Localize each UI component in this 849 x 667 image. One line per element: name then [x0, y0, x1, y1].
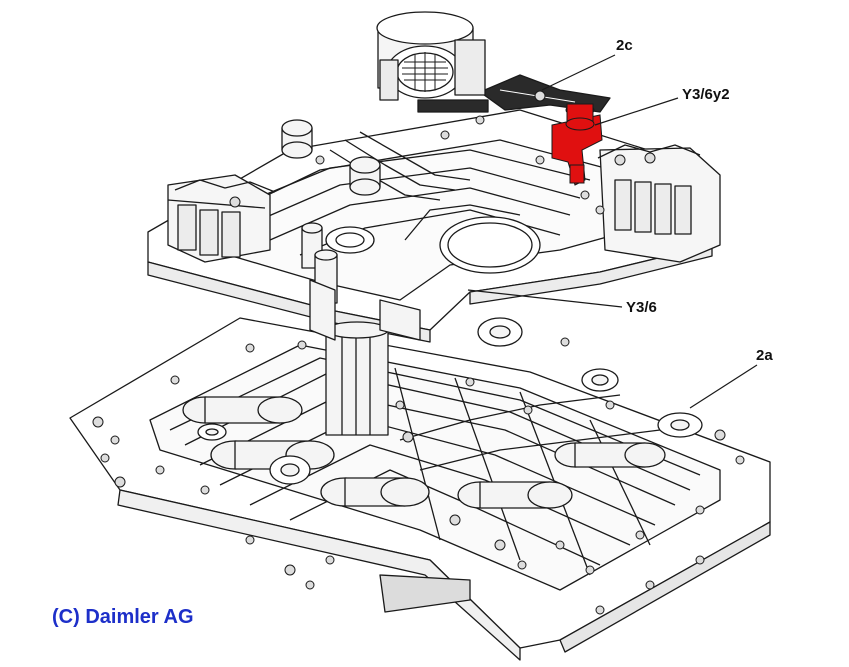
- callout-label-y3-6: Y3/6: [626, 299, 657, 316]
- leader-lines: [467, 54, 758, 409]
- callout-label-2c: 2c: [616, 37, 633, 54]
- callout-label-2a: 2a: [756, 347, 773, 364]
- leader-y3-6: [467, 289, 623, 308]
- leader-y3-6y2: [594, 97, 679, 126]
- harness-connector: [376, 11, 486, 101]
- lower-valve-plate: [69, 317, 771, 661]
- callout-label-y3-6y2: Y3/6y2: [682, 86, 730, 103]
- copyright-notice: (C) Daimler AG: [52, 606, 194, 628]
- leader-2c: [541, 54, 616, 91]
- pillar-group: [309, 279, 421, 436]
- solenoid-y3-6y2: [551, 103, 603, 186]
- upper-shift-plate: [147, 11, 721, 343]
- leader-2a: [689, 364, 758, 409]
